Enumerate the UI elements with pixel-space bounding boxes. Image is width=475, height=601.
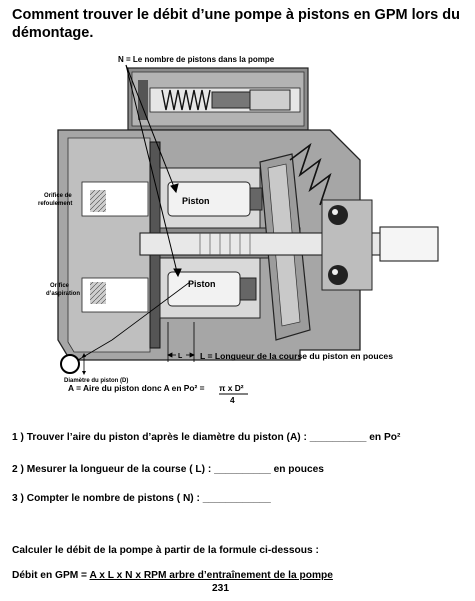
page-title: Comment trouver le débit d’une pompe à p…: [12, 7, 460, 41]
label-a-num: π x D²: [219, 383, 244, 393]
formula-prefix: Débit en GPM =: [12, 570, 90, 581]
formula-line: Débit en GPM = A x L x N x RPM arbre d’e…: [12, 570, 333, 581]
label-orifice-aspiration-2: d’aspiration: [46, 291, 80, 297]
piston-bottom: [167, 271, 257, 307]
label-orifice-aspiration-1: Orifice: [50, 283, 70, 289]
question-2: 2 ) Mesurer la longueur de la course ( L…: [12, 464, 324, 475]
piston-pump-diagram: Orifice de refoulement Orifice d’aspirat…: [38, 55, 439, 405]
label-orifice-refoulement-2: refoulement: [38, 201, 72, 207]
label-piston-top: Piston: [182, 196, 210, 206]
label-n: N = Le nombre de pistons dans la pompe: [118, 55, 275, 64]
bearing: [321, 199, 373, 291]
spring-top: [161, 89, 211, 111]
label-piston-bottom: Piston: [188, 279, 216, 289]
label-a-left: A = Aire du piston donc A en Po² =: [68, 383, 205, 393]
piston-top: [167, 181, 263, 217]
diameter-indicator: [60, 281, 191, 375]
label-l-short: L: [178, 353, 183, 360]
formula-denominator: 231: [212, 583, 229, 594]
label-a-den: 4: [230, 395, 235, 405]
compensator-housing: [127, 67, 309, 131]
label-orifice-refoulement-1: Orifice de: [44, 193, 72, 199]
label-diametre: Diamètre du piston (D): [64, 378, 128, 384]
formula-numerator: A x L x N x RPM arbre d’entraînement de …: [89, 570, 333, 581]
question-1: 1 ) Trouver l’aire du piston d’après le …: [12, 432, 401, 443]
question-3: 3 ) Compter le nombre de pistons ( N) : …: [12, 493, 271, 504]
stroke-length-indicator: [167, 322, 195, 362]
formula-intro: Calculer le débit de la pompe à partir d…: [12, 545, 319, 556]
spring-right: [289, 142, 332, 206]
label-l: L = Longueur de la course du piston en p…: [200, 351, 393, 361]
arrows-n: [125, 64, 182, 278]
